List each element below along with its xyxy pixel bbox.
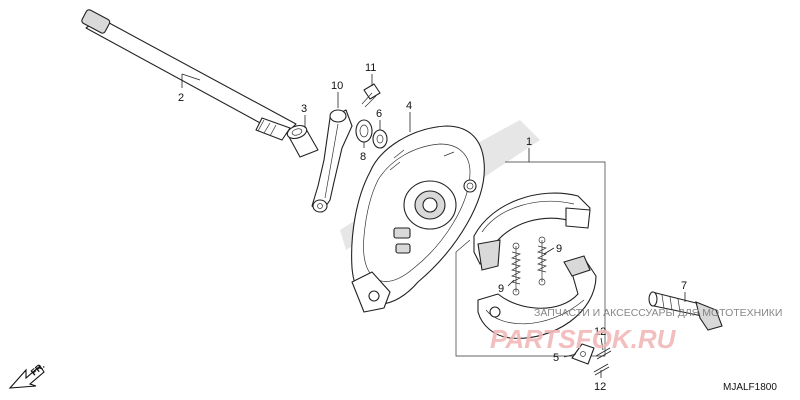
- callout-1: 1: [526, 136, 532, 148]
- callout-9b: 9: [498, 283, 504, 295]
- callout-10: 10: [331, 80, 343, 92]
- callout-7: 7: [681, 280, 687, 292]
- pin-plate: [571, 343, 595, 365]
- brake-cam: [648, 291, 723, 331]
- callout-3: 3: [301, 103, 307, 115]
- callout-5: 5: [553, 352, 559, 364]
- callout-2: 2: [178, 92, 184, 104]
- cotter-pin-lower: [593, 363, 610, 376]
- diagram-code: MJALF1800: [723, 382, 777, 393]
- callout-4: 4: [406, 100, 412, 112]
- brake-arm: [311, 109, 353, 213]
- watermark-logo: PARTSFOK.RU: [490, 324, 677, 354]
- site-watermark: ЗАПЧАСТИ И АКСЕССУАРЫ ДЛЯ МОТОТЕХНИКИ PA…: [490, 307, 782, 354]
- callout-12b: 12: [594, 381, 606, 393]
- rear-axle: [81, 9, 297, 141]
- leader-lines: [181, 73, 686, 378]
- brake-panel: [340, 120, 540, 313]
- watermark-tagline: ЗАПЧАСТИ И АКСЕССУАРЫ ДЛЯ МОТОТЕХНИКИ: [534, 307, 782, 319]
- wear-indicator-washer: [372, 129, 388, 149]
- bolt: [361, 83, 381, 108]
- shoe-spring-left: [510, 242, 522, 296]
- upper-brake-shoe: [473, 192, 591, 271]
- callout-8: 8: [360, 151, 366, 163]
- shoe-spring-right: [536, 236, 548, 286]
- cotter-pin-upper: [595, 347, 612, 360]
- lower-brake-shoe: [477, 255, 597, 339]
- felt-seal: [355, 119, 373, 143]
- callout-12a: 12: [594, 326, 606, 338]
- brake-shoe-set-box: [455, 161, 606, 357]
- callout-6: 6: [376, 108, 382, 120]
- callout-9a: 9: [556, 243, 562, 255]
- front-direction-arrow: FR.: [8, 361, 46, 389]
- callout-11: 11: [365, 62, 376, 74]
- collar: [286, 124, 319, 158]
